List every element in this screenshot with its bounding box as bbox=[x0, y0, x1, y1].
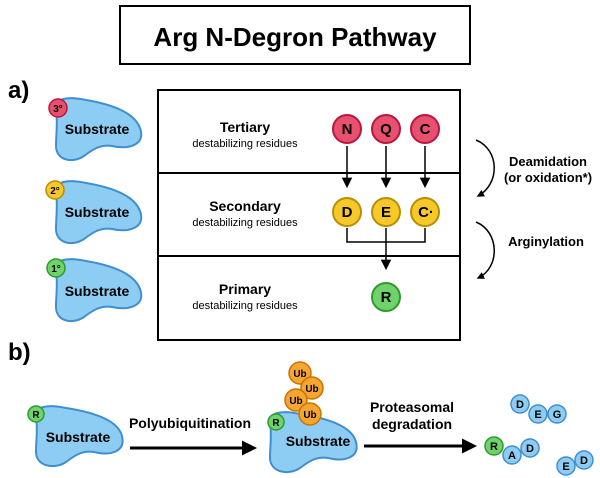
page-title: Arg N-Degron Pathway bbox=[153, 22, 437, 52]
tertiary-badge bbox=[48, 98, 68, 118]
peptide-fragments: D E G R A D E D bbox=[484, 394, 594, 476]
residue-q bbox=[371, 114, 401, 144]
substrate-label: Substrate bbox=[65, 204, 130, 220]
residue-d bbox=[332, 197, 362, 227]
ubiquitin bbox=[298, 402, 322, 426]
secondary-residues: D E C· bbox=[332, 197, 440, 227]
substrate-blob bbox=[54, 258, 143, 323]
ubiquitin-label: Ub bbox=[289, 396, 302, 407]
fragment-residue bbox=[510, 394, 530, 414]
primary-residues: R bbox=[371, 282, 401, 312]
residue-d-label: D bbox=[342, 204, 353, 221]
fragment-residue-label: D bbox=[516, 399, 524, 411]
fragment-residue bbox=[547, 404, 567, 424]
residue-c-oxidized bbox=[410, 197, 440, 227]
primary-badge-label: 1° bbox=[51, 264, 61, 275]
title-box bbox=[119, 5, 471, 65]
residue-r-label: R bbox=[381, 289, 392, 306]
tertiary-row-title: Tertiary bbox=[220, 119, 271, 135]
tertiary-row-subtitle: destabilizing residues bbox=[192, 138, 298, 150]
substrate-label: Substrate bbox=[46, 429, 111, 445]
ubiquitin-label: Ub bbox=[293, 369, 306, 380]
fragment-residue bbox=[484, 436, 504, 456]
secondary-badge-label: 2° bbox=[50, 186, 60, 197]
tertiary-badge-label: 3° bbox=[53, 104, 63, 115]
residue-e bbox=[371, 197, 401, 227]
degradation-label: degradation bbox=[372, 416, 452, 432]
residue-c bbox=[410, 114, 440, 144]
substrate-secondary: Substrate 2° bbox=[45, 180, 143, 245]
residue-q-label: Q bbox=[380, 121, 392, 138]
residue-r bbox=[267, 413, 285, 431]
residue-r-label: R bbox=[32, 410, 40, 421]
fragment-residue-label: E bbox=[534, 409, 541, 421]
secondary-badge bbox=[45, 180, 65, 200]
ubiquitin bbox=[284, 388, 308, 412]
arginylation-label: Arginylation bbox=[508, 234, 584, 249]
ubiquitin bbox=[300, 376, 324, 400]
arginylation-curve-arrow bbox=[475, 221, 495, 279]
proteasomal-label: Proteasomal bbox=[370, 399, 454, 415]
secondary-row-title: Secondary bbox=[209, 198, 281, 214]
fragment-residue bbox=[520, 438, 540, 458]
substrate-label: Substrate bbox=[65, 121, 130, 137]
tertiary-residues: N Q C bbox=[332, 114, 440, 144]
fragment-residue-label: D bbox=[526, 443, 534, 455]
oxidation-label: (or oxidation*) bbox=[504, 170, 592, 185]
residue-n bbox=[332, 114, 362, 144]
substrate-blob bbox=[34, 405, 124, 468]
residue-r bbox=[371, 282, 401, 312]
polyubiquitination-label: Polyubiquitination bbox=[129, 415, 251, 431]
substrate-primary: Substrate 1° bbox=[46, 258, 143, 323]
ubiquitin-label: Ub bbox=[305, 384, 318, 395]
panel-a-label: a) bbox=[8, 77, 29, 104]
residue-c-oxidized-label: C· bbox=[418, 204, 434, 221]
primary-row-subtitle: destabilizing residues bbox=[192, 300, 298, 312]
fragment-residue bbox=[574, 450, 594, 470]
panel-b-label: b) bbox=[8, 339, 31, 366]
deamidation-label: Deamidation bbox=[509, 154, 587, 169]
fragment-residue-label: E bbox=[562, 461, 569, 473]
panel-b-substrate: Substrate R bbox=[27, 405, 124, 468]
substrate-tertiary: Substrate 3° bbox=[48, 97, 143, 162]
substrate-blob bbox=[54, 97, 143, 162]
substrate-label: Substrate bbox=[65, 283, 130, 299]
primary-row-title: Primary bbox=[219, 281, 271, 297]
fragment-residue bbox=[502, 445, 522, 465]
substrate-blob bbox=[54, 180, 143, 245]
deamidation-curve-arrow bbox=[475, 139, 495, 197]
ubiquitinated-substrate: Substrate R Ub Ub Ub Ub bbox=[267, 361, 358, 474]
ubiquitin-label: Ub bbox=[303, 410, 316, 421]
fragment-residue-label: R bbox=[490, 441, 498, 453]
fragment-residue bbox=[528, 404, 548, 424]
residue-table bbox=[157, 89, 461, 341]
fragment-residue bbox=[556, 456, 576, 476]
residue-e-label: E bbox=[381, 204, 391, 221]
fragment-residue-label: D bbox=[580, 455, 588, 467]
residue-c-label: C bbox=[420, 121, 431, 138]
residue-r-label: R bbox=[272, 418, 280, 429]
residue-r bbox=[27, 405, 45, 423]
primary-badge bbox=[46, 258, 66, 278]
fragment-residue-label: A bbox=[508, 450, 516, 462]
fragment-residue-label: G bbox=[553, 409, 562, 421]
substrate-label: Substrate bbox=[286, 433, 351, 449]
residue-n-label: N bbox=[342, 121, 353, 138]
secondary-row-subtitle: destabilizing residues bbox=[192, 217, 298, 229]
